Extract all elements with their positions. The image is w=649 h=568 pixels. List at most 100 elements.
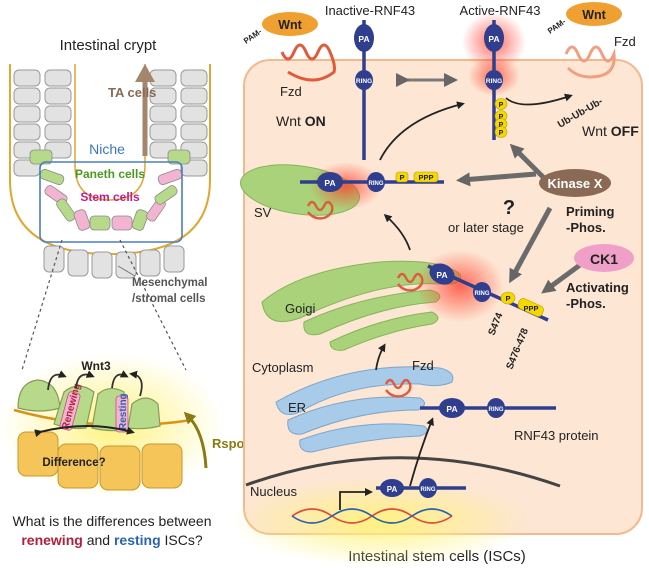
wnt-on-label: Wnt ON [276,113,326,129]
zoomed-stem-cells: Renewing Resting Wnt3 Difference? Rspo W… [0,353,245,548]
er-to-golgi-arrow [375,343,386,371]
activating-label-line1: Activating [566,280,629,295]
active-p4: P [499,130,504,137]
ck1-badge [574,244,634,272]
golgi-pa-label: PA [436,270,447,280]
active-ring-domain [485,70,503,90]
active-p1: P [499,102,504,109]
wnt-label-left: Wnt [278,18,302,32]
question-resting: resting [114,532,161,548]
cytoplasm-label: Cytoplasm [252,360,313,375]
golgi-label: Goigi [285,301,315,316]
rspo-arrow [183,411,208,469]
zoom-cell-1 [17,379,61,412]
nucleus-glow [230,478,530,566]
kinase-to-sv-arrow [456,171,537,187]
er-fzd-label: Fzd [412,358,434,373]
nucleus-ring-domain [419,478,437,498]
transcription-arrow [339,488,373,510]
rnf43-protein-label: RNF43 protein [514,428,599,443]
paneth-label: Paneth cells [75,167,145,181]
question-iscs: ISCs? [161,532,203,548]
crypt-base-cells [29,149,191,231]
sv-pa-domain [317,172,343,192]
fzd-receptor-left [280,43,336,82]
priming-label-line1: Priming [566,204,614,219]
ubiquitination-arrow [505,93,573,106]
nucleus-ring-label: RING [421,487,436,493]
rspo-label: Rspo [212,436,245,451]
wnt-on-prefix: Wnt [276,113,305,129]
golgi-p-label: P [505,294,510,303]
kinase-to-golgi-arrow [509,206,553,284]
mesenchymal-label-line1: Mesenchymal [132,277,207,289]
question-renewing: renewing [21,532,82,548]
wnt-off-label: Wnt OFF [582,123,639,139]
question-mark: ? [503,197,515,219]
trafficking-arrows [375,101,465,487]
inactive-rnf43-label: Inactive-RNF43 [325,3,415,18]
nuclear-envelope [245,456,561,488]
mesenchymal-cells [43,245,185,279]
later-stage-label: or later stage [448,220,524,235]
pam-label-right: PAM- [546,17,568,36]
mesenchymal-pointer [117,265,136,277]
zoom-cell-right [127,397,161,430]
zoom-line-left [21,239,63,371]
fzd-receptor-right [564,45,616,79]
sv-label: SV [254,205,272,220]
active-pa-domain [484,24,504,52]
inactive-ring-label: RING [356,78,372,85]
wnt3-arrows [47,370,143,397]
er-label: ER [288,400,306,415]
zoom-line-right [119,239,187,371]
nucleus-pa-label: PA [387,485,398,494]
sv-ppp-label: PPP [418,173,433,182]
active-pa-label: PA [488,34,499,44]
difference-arrow [34,425,135,438]
ck1-to-golgi-arrow [541,259,586,294]
kinase-to-membrane-arrow [509,143,550,184]
golgi-fzd [396,272,424,292]
golgi-p-site [500,291,516,305]
golgi-rnf43-glow [416,250,504,322]
crypt-title: Intestinal crypt [60,37,158,54]
nucleus-to-er-arrow [409,417,434,487]
golgi-pa-domain [429,263,455,285]
ck1-label: CK1 [590,251,618,267]
golgi-ring-domain [473,282,491,302]
dna-helix [291,508,453,524]
fzd-label-right: Fzd [614,34,636,49]
question-line2: renewing and resting ISCs? [21,532,203,548]
golgi-to-sv-arrow [383,214,411,251]
wnt-on-state: ON [305,113,326,129]
sv-p-label: P [399,173,404,182]
active-rnf43-label: Active-RNF43 [460,3,541,18]
golgi-rnf43: PA RING P PPP S474 S476-478 [427,263,549,371]
activating-label-line2: -Phos. [566,296,606,311]
niche-box [39,161,183,243]
sv-to-membrane-arrow [379,101,465,161]
sv-pa-label: PA [324,178,335,188]
question-line1: What is the differences between [13,513,212,529]
mesenchymal-label-line2: /stromal cells [132,293,206,305]
er-pa-domain [439,398,465,418]
crypt-panel: Intestinal crypt [9,37,211,371]
difference-label: Difference? [42,457,105,469]
question-and: and [83,532,114,548]
fzd-label-left: Fzd [280,84,302,99]
sv-p-site [395,171,409,183]
er-fzd [384,378,412,398]
er [275,366,454,453]
sv-ppp-site [413,171,439,183]
pam-label-left: PAM- [242,27,264,46]
er-ring-label: RING [489,407,504,413]
ta-cells-label: TA cells [108,85,156,100]
active-p2: P [499,114,504,121]
sv-ring-domain [367,172,385,192]
stem-cells-label: Stem cells [80,190,140,204]
golgi-ppp-label: PPP [523,304,538,313]
wnt-label-right: Wnt [582,8,606,22]
sv-fzd [306,200,334,220]
